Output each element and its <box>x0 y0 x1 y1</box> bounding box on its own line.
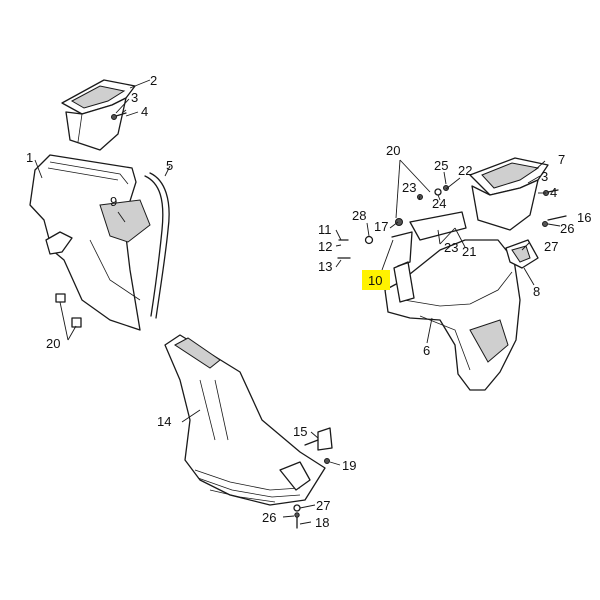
callout-25: 25 <box>434 158 448 173</box>
callout-19: 19 <box>342 458 356 473</box>
callout-27-right: 27 <box>544 239 558 254</box>
rubber-strip <box>144 172 170 319</box>
callout-6: 6 <box>423 343 430 358</box>
callout-3-right: 3 <box>541 169 548 184</box>
callout-16: 16 <box>577 210 591 225</box>
glovebox-left <box>61 79 136 151</box>
callout-17: 17 <box>374 219 388 234</box>
hardware-right <box>337 185 567 259</box>
callout-9: 9 <box>110 194 117 209</box>
callout-5: 5 <box>166 158 173 173</box>
callout-4-right: 4 <box>550 185 557 200</box>
callout-27-bottom: 27 <box>316 498 330 513</box>
callout-24: 24 <box>432 196 446 211</box>
side-panel <box>29 154 151 331</box>
callout-18: 18 <box>315 515 329 530</box>
callout-labels: 2 3 4 1 5 9 20 14 15 19 27 26 18 20 25 2… <box>26 73 591 530</box>
leader-lines <box>34 79 561 525</box>
callout-12: 12 <box>318 239 332 254</box>
clips-left <box>55 293 82 328</box>
callout-20-right: 20 <box>386 143 400 158</box>
part-10-highlight <box>362 270 390 290</box>
callout-22: 22 <box>458 163 472 178</box>
glovebox-right <box>469 157 549 231</box>
screw-left-top <box>111 112 127 120</box>
callout-23-bottom: 23 <box>444 240 458 255</box>
mount-bracket <box>391 211 467 267</box>
callout-26-right: 26 <box>560 221 574 236</box>
callout-11: 11 <box>318 222 332 237</box>
grille-8 <box>505 239 539 269</box>
callout-28: 28 <box>352 208 366 223</box>
callout-7: 7 <box>558 152 565 167</box>
callout-23-top: 23 <box>402 180 416 195</box>
callout-13: 13 <box>318 259 332 274</box>
callout-3-left: 3 <box>131 90 138 105</box>
floor-panel <box>164 334 326 506</box>
callout-20-left: 20 <box>46 336 60 351</box>
callout-21: 21 <box>462 244 476 259</box>
callout-2: 2 <box>150 73 157 88</box>
callout-15: 15 <box>293 424 307 439</box>
callout-14: 14 <box>157 414 171 429</box>
callout-1: 1 <box>26 150 33 165</box>
callout-10: 10 <box>368 273 382 288</box>
front-fairing <box>384 239 521 391</box>
callout-26-bottom: 26 <box>262 510 276 525</box>
callout-4-left: 4 <box>141 104 148 119</box>
callout-8: 8 <box>533 284 540 299</box>
bracket-15 <box>304 427 333 451</box>
